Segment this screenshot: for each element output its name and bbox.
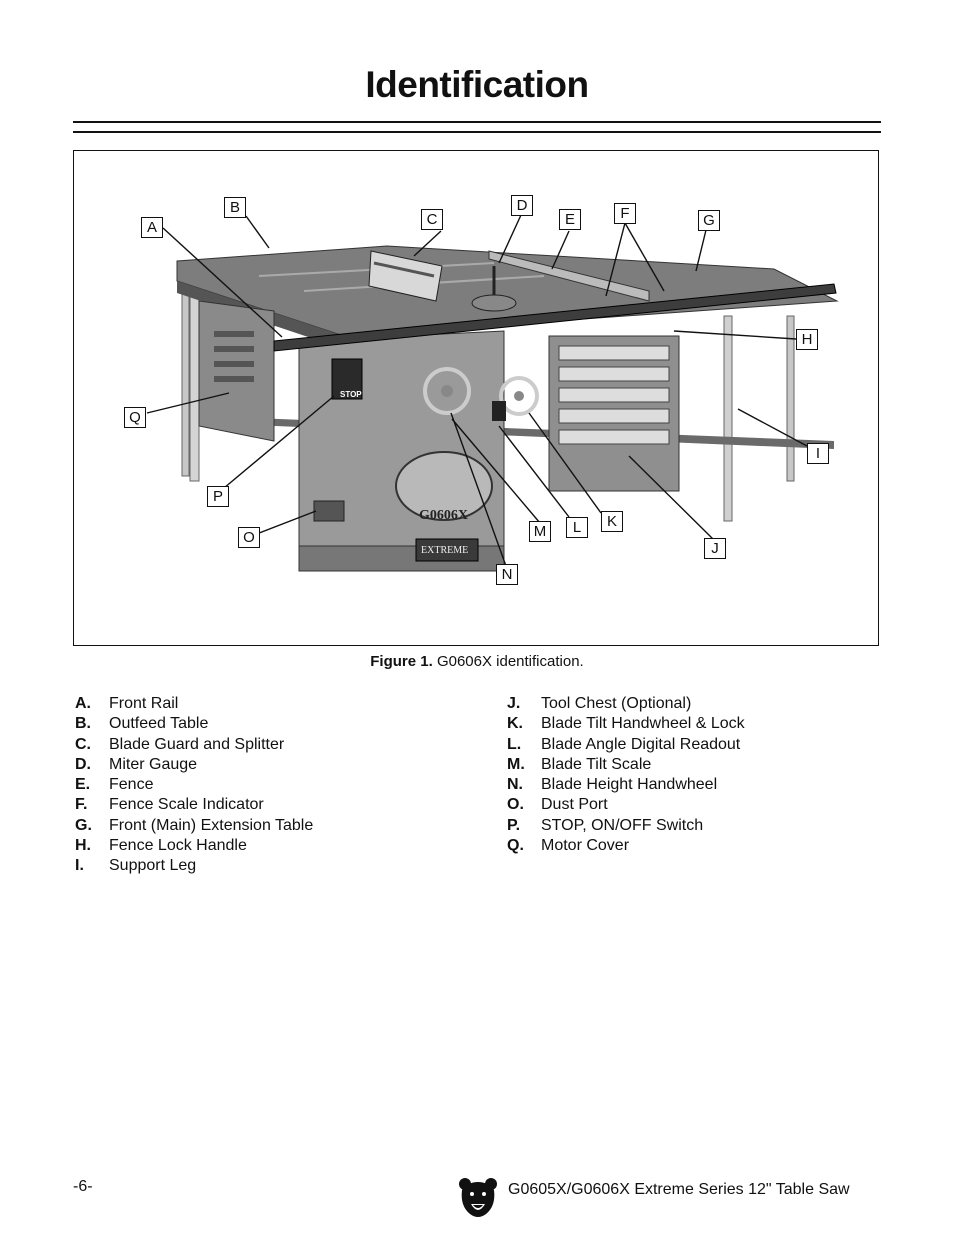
callout-m: M [529,521,551,542]
title-rule-top [73,121,881,123]
on-off-switch [331,358,363,400]
fence [488,250,650,302]
list-item: M.Blade Tilt Scale [507,755,652,773]
blade-guard [368,250,443,302]
legend-left-column: A.Front Rail B.Outfeed Table C.Blade Gua… [75,694,313,877]
table-saw-illustration: STOP G0606X EXTREME [146,214,839,572]
blade-height-handwheel [423,367,471,415]
list-item: O.Dust Port [507,796,608,814]
callout-k: K [601,511,623,532]
list-item: G.Front (Main) Extension Table [75,816,314,834]
support-leg-right-back [786,315,795,482]
legend-right-column: J.Tool Chest (Optional) K.Blade Tilt Han… [507,694,745,856]
callout-d: D [511,195,533,216]
leader-lines [146,214,808,567]
support-leg-left-back [181,285,190,477]
list-item: L.Blade Angle Digital Readout [507,735,741,753]
callout-o: O [238,527,260,548]
model-badge-text: G0606X [419,508,468,523]
switch-label: STOP [340,390,362,399]
support-leg-left [189,285,200,482]
callout-l: L [566,517,588,538]
list-item: N.Blade Height Handwheel [507,776,718,794]
callout-j: J [704,538,726,559]
callout-c: C [421,209,443,230]
figure-caption: Figure 1. G0606X identification. [0,653,954,670]
list-item: I.Support Leg [75,857,197,875]
figure-1: STOP G0606X EXTREME [73,150,879,646]
main-cabinet [298,330,505,572]
callout-n: N [496,564,518,585]
figure-caption-label: Figure 1. [370,653,433,670]
digital-readout [492,401,506,421]
blade-tilt-handwheel [499,376,539,416]
callout-h: H [796,329,818,350]
callout-p: P [207,486,229,507]
grizzly-bear-logo-icon [459,1178,497,1217]
list-item: C.Blade Guard and Splitter [75,735,285,753]
list-item: A.Front Rail [75,695,179,712]
list-item: K.Blade Tilt Handwheel & Lock [507,715,745,733]
dust-port [313,500,345,522]
callout-b: B [224,197,246,218]
series-badge [415,538,479,562]
footer-title: G0605X/G0606X Extreme Series 12" Table S… [508,1181,850,1198]
support-leg-right [723,315,733,522]
page-number: -6- [73,1178,93,1195]
list-item: F.Fence Scale Indicator [75,796,264,814]
list-item: Q.Motor Cover [507,837,630,855]
page-title: Identification [365,64,589,105]
list-item: H.Fence Lock Handle [75,837,247,855]
callout-e: E [559,209,581,230]
list-item: J.Tool Chest (Optional) [507,695,692,712]
title-rule-bottom [73,131,881,133]
list-item: P.STOP, ON/OFF Switch [507,816,704,834]
list-item: D.Miter Gauge [75,755,198,773]
list-item: E.Fence [75,776,154,794]
model-badge [395,451,493,521]
motor-cover [198,300,275,442]
callout-q: Q [124,407,146,428]
figure-caption-text: G0606X identification. [432,653,584,670]
callout-a: A [141,217,163,238]
list-item: B.Outfeed Table [75,715,209,733]
callout-g: G [698,210,720,231]
series-badge-text: EXTREME [421,545,468,556]
callout-f: F [614,203,636,224]
front-rail [273,283,837,352]
callout-i: I [807,443,829,464]
